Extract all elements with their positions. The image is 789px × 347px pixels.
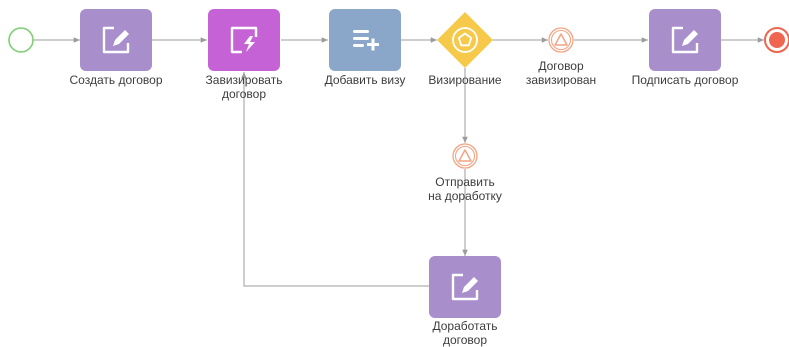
node-label-gateway: Визирование <box>428 73 502 87</box>
node-label-rework-line-2: договор <box>443 333 487 347</box>
add-approval-task-add-visa[interactable]: Добавить визу <box>325 9 406 87</box>
pentagon-icon <box>452 27 478 53</box>
node-label-create: Создать договор <box>70 73 163 87</box>
node-label-rework-line-1: Доработать <box>432 319 497 333</box>
user-task-create[interactable]: Создать договор <box>70 9 163 87</box>
user-task-sign[interactable]: Подписать договор <box>632 9 739 87</box>
node-label-add-visa: Добавить визу <box>325 73 406 87</box>
node-label-sign: Подписать договор <box>632 73 739 87</box>
node-label-approve-line-2: договор <box>222 87 266 101</box>
node-label-rework-event-line-2: на доработку <box>428 189 502 203</box>
end-event-end[interactable] <box>764 27 789 53</box>
start-event-icon <box>8 27 34 53</box>
list-plus-icon <box>353 30 379 51</box>
signal-triangle-icon <box>554 33 568 46</box>
pencil-window-icon <box>671 26 699 54</box>
node-label-approved-event-line-2: завизирован <box>526 73 596 87</box>
start-event-start[interactable] <box>8 27 34 53</box>
lightning-window-icon <box>230 26 258 54</box>
node-label-rework-event-line-1: Отправить <box>435 175 495 189</box>
signal-triangle-icon <box>458 149 472 162</box>
pencil-window-icon <box>102 26 130 54</box>
pencil-window-icon <box>451 273 479 301</box>
exclusive-gateway-gateway[interactable]: Визирование <box>428 12 502 87</box>
sequence-flow-rework-to-approve[interactable] <box>241 72 429 287</box>
node-label-approved-event-line-1: Договор <box>538 59 584 73</box>
node-label-approve-line-1: Завизировать <box>206 73 283 87</box>
